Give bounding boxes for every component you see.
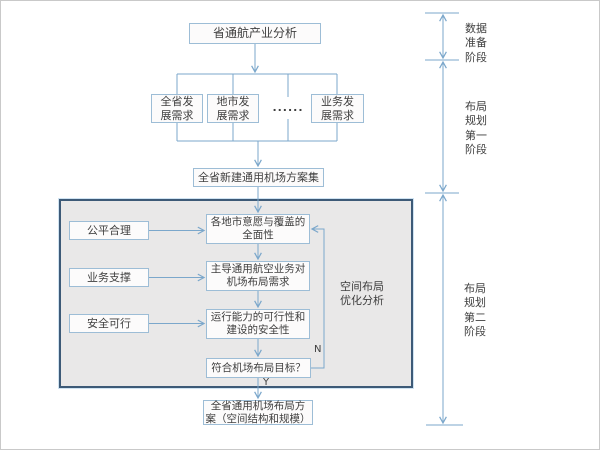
label-phase-data-preparation: 数据 准备 阶段 (465, 22, 487, 64)
node-layout-goal-decision: 符合机场布局目标？ (206, 358, 311, 378)
node-city-willingness-coverage: 各地市意愿与覆盖的 全面性 (206, 214, 310, 244)
label-spatial-optimization: 空间布局 优化分析 (340, 280, 384, 308)
label-phase-planning-1: 布局 规划 第一 阶段 (465, 100, 487, 156)
node-ga-business-layout-demand: 主导通用航空业务对 机场布局需求 (206, 261, 310, 291)
label-branch-n: N (314, 344, 322, 355)
label-phase-planning-2: 布局 规划 第二 阶段 (464, 282, 486, 338)
node-final-layout-plan: 全省通用机场布局方 案（空间结构和规模） (203, 400, 313, 425)
node-operation-feasibility-safety: 运行能力的可行性和 建设的安全性 (206, 309, 310, 339)
label-branch-y: Y (263, 377, 270, 388)
node-safe-feasible: 安全可行 (69, 314, 149, 333)
node-business-development-needs: 业务发 展需求 (311, 94, 364, 123)
node-province-development-needs: 全省发 展需求 (151, 94, 203, 123)
node-business-support: 业务支撑 (69, 268, 149, 287)
ellipsis-dots: ...... (272, 101, 304, 114)
feedback-loop-arrow (310, 225, 325, 369)
node-industry-analysis: 省通航产业分析 (189, 23, 321, 44)
node-city-development-needs: 地市发 展需求 (207, 94, 259, 123)
node-new-airport-scheme-set: 全省新建通用机场方案集 (193, 168, 324, 187)
node-fair-reasonable: 公平合理 (69, 221, 149, 240)
